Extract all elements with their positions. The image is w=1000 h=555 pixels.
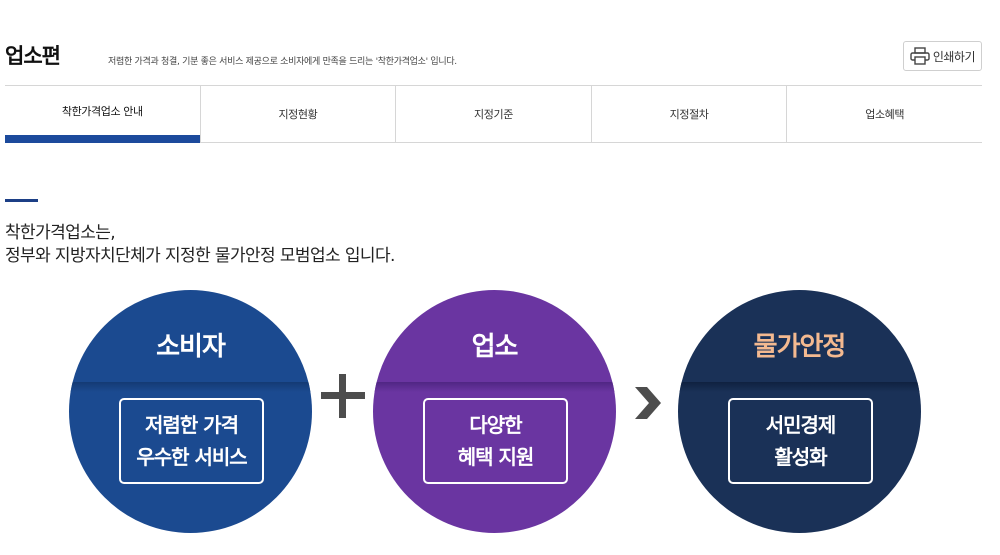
page-description: 저렴한 가격과 청결, 기분 좋은 서비스 제공으로 소비자에게 만족을 드리는… — [108, 57, 457, 67]
tab-guide[interactable]: 착한가격업소 안내 — [5, 86, 200, 143]
price-stability-box: 서민경제 활성화 — [728, 398, 873, 484]
print-label: 인쇄하기 — [932, 49, 976, 64]
intro-text: 착한가격업소는, 정부와 지방자치단체가 지정한 물가안정 모범업소 입니다. — [5, 222, 395, 268]
consumer-circle: 소비자 저렴한 가격 우수한 서비스 — [69, 290, 312, 533]
circle-divider — [678, 382, 921, 392]
intro-line-2: 정부와 지방자치단체가 지정한 물가안정 모범업소 입니다. — [5, 246, 395, 266]
tab-status[interactable]: 지정현황 — [199, 86, 396, 142]
printer-icon — [910, 47, 930, 65]
page-title: 업소편 — [5, 44, 61, 68]
tab-navigation: 착한가격업소 안내 지정현황 지정기준 지정절차 업소혜택 — [5, 85, 982, 143]
chevron-right-icon — [633, 385, 663, 425]
business-benefit-line-1: 다양한 — [469, 413, 522, 437]
circle-divider — [69, 382, 312, 392]
consumer-benefit-line-2: 우수한 서비스 — [136, 445, 247, 469]
price-stability-line-2: 활성화 — [774, 445, 827, 469]
price-stability-line-1: 서민경제 — [765, 413, 837, 437]
intro-line-1: 착한가격업소는, — [5, 223, 116, 243]
business-benefit-line-2: 혜택 지원 — [457, 445, 535, 469]
circle-divider — [373, 382, 616, 392]
section-accent-line — [5, 199, 38, 202]
business-circle: 업소 다양한 혜택 지원 — [373, 290, 616, 533]
consumer-benefit-box: 저렴한 가격 우수한 서비스 — [119, 398, 264, 484]
price-stability-circle: 물가안정 서민경제 활성화 — [678, 290, 921, 533]
business-title: 업소 — [471, 332, 519, 362]
price-stability-title: 물가안정 — [753, 332, 847, 362]
plus-icon — [321, 374, 365, 418]
tab-criteria[interactable]: 지정기준 — [395, 86, 591, 142]
consumer-benefit-line-1: 저렴한 가격 — [145, 413, 239, 437]
tab-procedure[interactable]: 지정절차 — [590, 86, 787, 142]
business-benefit-box: 다양한 혜택 지원 — [423, 398, 568, 484]
page-header: 업소편 저렴한 가격과 청결, 기분 좋은 서비스 제공으로 소비자에게 만족을… — [5, 36, 982, 86]
consumer-title: 소비자 — [156, 332, 226, 362]
concept-diagram: 소비자 저렴한 가격 우수한 서비스 업소 다양한 혜택 지원 물가안정 서민경… — [0, 290, 1000, 535]
tab-benefits[interactable]: 업소혜택 — [786, 86, 982, 142]
print-button[interactable]: 인쇄하기 — [902, 41, 982, 71]
